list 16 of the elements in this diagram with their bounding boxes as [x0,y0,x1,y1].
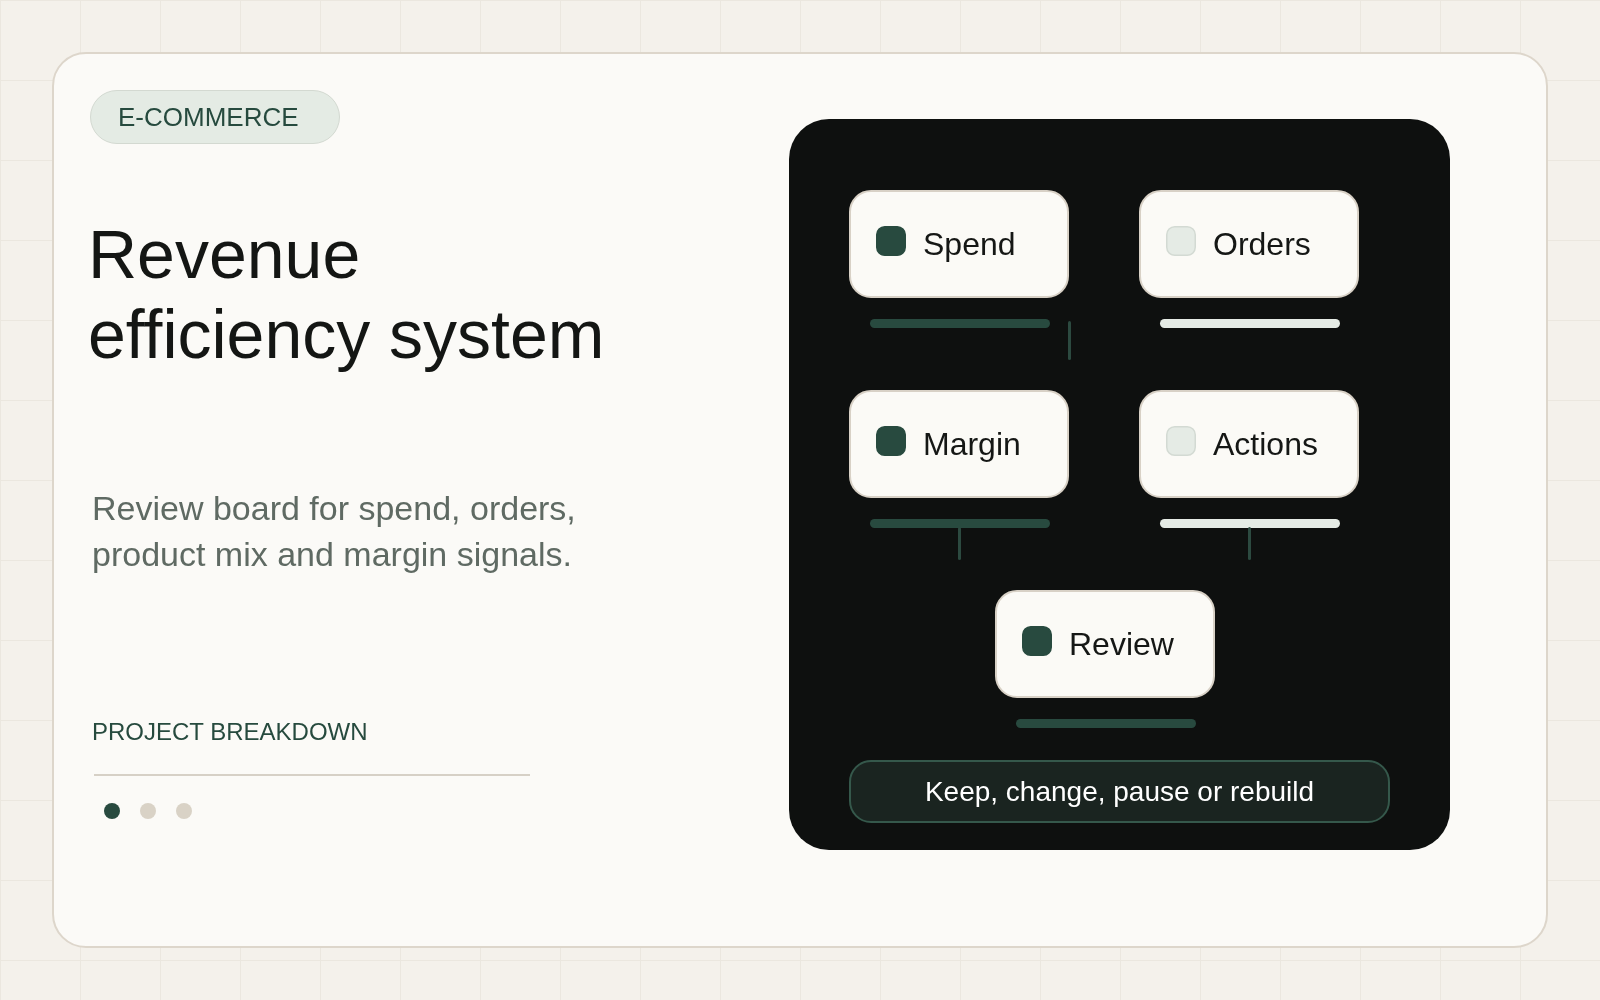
card-label: Review [1069,625,1174,663]
metric-card [849,390,1069,498]
slide-title: Revenue efficiency system [88,215,606,374]
section-label: PROJECT BREAKDOWN [92,718,369,746]
category-tag: E-COMMERCE [90,90,340,144]
card-label: Actions [1213,425,1318,463]
board-panel [789,119,1450,850]
metric-card [995,590,1215,698]
card-label: Spend [923,225,1016,263]
card-label: Orders [1213,225,1311,263]
description-text: Review board for spend, orders, product mix and margin signals. [92,488,577,575]
metric-card [849,190,1069,298]
metric-card [1139,190,1359,298]
card-label: Margin [923,425,1021,463]
metric-card [1139,390,1359,498]
action-banner: Keep, change, pause or rebuild [849,760,1390,823]
